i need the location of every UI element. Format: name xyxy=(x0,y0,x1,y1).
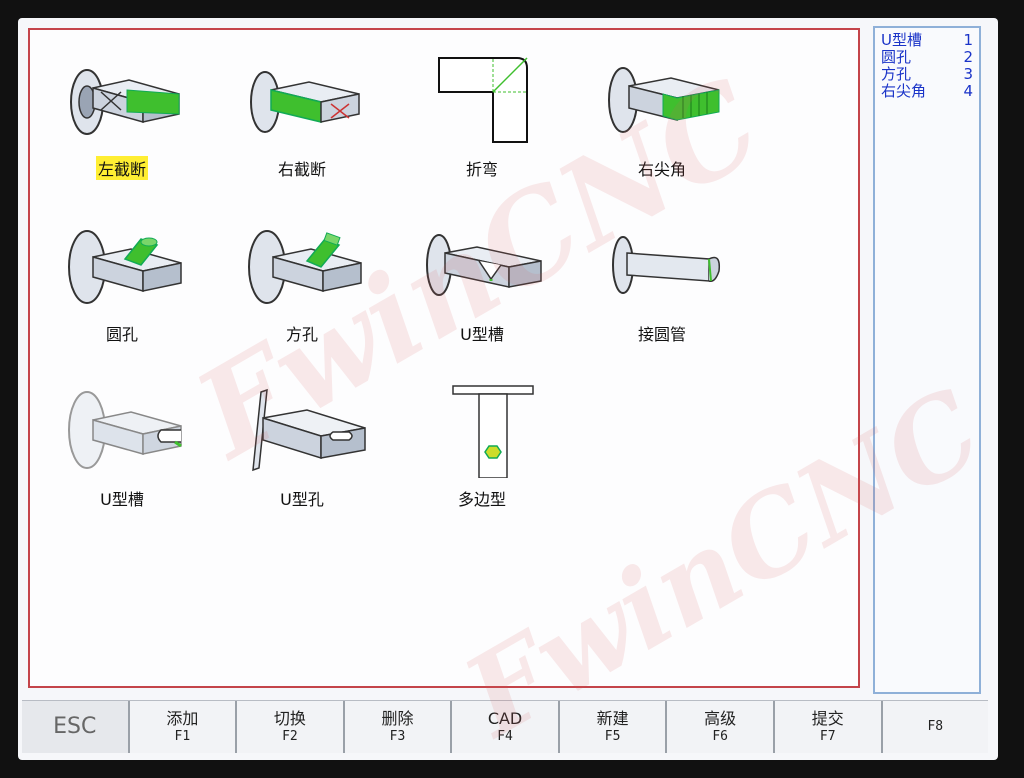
fkey-label: 添加 xyxy=(166,709,199,728)
tool-u-slot[interactable]: U型槽 xyxy=(402,215,562,345)
fkey-label: 删除 xyxy=(381,709,414,728)
fkey-label: 提交 xyxy=(811,709,844,728)
tool-left-cutoff[interactable]: 左截断 xyxy=(42,50,202,180)
tool-label: U型槽 xyxy=(100,490,144,509)
operation-index: 3 xyxy=(963,65,973,83)
function-key-bar: ESC 添加 F1 切换 F2 删除 F3 CAD F4 新建 F5 高级 F6… xyxy=(22,700,989,753)
tool-polygon[interactable]: 多边型 xyxy=(402,380,562,510)
tool-square-hole[interactable]: 方孔 xyxy=(222,215,382,345)
fkey-label: 切换 xyxy=(273,709,306,728)
tool-label: 折弯 xyxy=(465,160,498,179)
tool-label: 右尖角 xyxy=(637,160,686,179)
tool-label: U型槽 xyxy=(460,325,504,344)
fkey-key: F4 xyxy=(497,729,513,744)
tool-label: 多边型 xyxy=(457,490,506,509)
operation-index: 2 xyxy=(963,48,973,66)
fkey-key: F1 xyxy=(174,729,191,744)
tool-round-pipe-joint[interactable]: 接圆管 xyxy=(582,215,742,345)
operation-index: 1 xyxy=(963,31,973,49)
fkey-label: ESC xyxy=(53,714,97,739)
list-item[interactable]: 右尖角 4 xyxy=(881,83,973,100)
polygon-icon xyxy=(452,385,534,478)
fkey-key: F2 xyxy=(282,729,298,744)
tool-selection-panel: 左截断 右截断 折弯 xyxy=(28,28,860,688)
fkey-key: F6 xyxy=(712,729,728,744)
tool-round-hole[interactable]: 圆孔 xyxy=(42,215,202,345)
f8-button[interactable]: F8 xyxy=(882,701,989,753)
submit-button[interactable]: 提交 F7 xyxy=(774,701,883,753)
fkey-label: CAD xyxy=(487,709,523,728)
tool-label: 圆孔 xyxy=(105,325,138,344)
tool-right-cutoff[interactable]: 右截断 xyxy=(222,50,382,180)
fkey-key: F3 xyxy=(389,729,406,744)
esc-button[interactable]: ESC xyxy=(22,701,130,753)
cad-button[interactable]: CAD F4 xyxy=(452,701,560,753)
fkey-key: F7 xyxy=(819,729,836,744)
bend-icon xyxy=(438,57,528,143)
list-item[interactable]: U型槽 1 xyxy=(881,32,973,49)
tool-right-sharp-corner[interactable]: 右尖角 xyxy=(582,50,742,180)
right-cutoff-icon xyxy=(250,71,360,133)
round-hole-icon xyxy=(68,230,182,304)
fkey-key: F8 xyxy=(927,719,944,734)
tool-u-slot-end[interactable]: U型槽 xyxy=(42,380,202,510)
operation-index: 4 xyxy=(963,82,973,100)
delete-button[interactable]: 删除 F3 xyxy=(344,701,453,753)
fkey-key: F5 xyxy=(604,729,621,744)
u-hole-icon xyxy=(252,388,366,472)
round-pipe-joint-icon xyxy=(612,236,721,294)
operation-name: 圆孔 xyxy=(881,48,912,66)
tool-label: 右截断 xyxy=(277,160,326,179)
cnc-screen: 左截断 右截断 折弯 xyxy=(18,18,1002,761)
operation-name: U型槽 xyxy=(881,31,922,49)
fkey-label: 高级 xyxy=(704,709,737,728)
left-cutoff-icon xyxy=(70,69,180,135)
right-sharp-corner-icon xyxy=(608,67,720,133)
fkey-label: 新建 xyxy=(596,709,629,728)
square-hole-icon xyxy=(248,230,362,304)
tool-label: U型孔 xyxy=(280,490,324,509)
tool-label: 左截断 xyxy=(95,156,148,180)
add-button[interactable]: 添加 F1 xyxy=(129,701,238,753)
list-item[interactable]: 圆孔 2 xyxy=(881,49,973,66)
tool-label: 接圆管 xyxy=(637,325,686,344)
u-slot-end-icon xyxy=(68,391,182,469)
tool-u-hole[interactable]: U型孔 xyxy=(222,380,382,510)
selected-operations-list: U型槽 1 圆孔 2 方孔 3 右尖角 4 xyxy=(873,26,981,694)
list-item[interactable]: 方孔 3 xyxy=(881,66,973,83)
switch-button[interactable]: 切换 F2 xyxy=(237,701,345,753)
tool-bend[interactable]: 折弯 xyxy=(402,50,562,180)
operation-name: 右尖角 xyxy=(881,82,927,100)
tool-label: 方孔 xyxy=(285,325,318,344)
operations-list: U型槽 1 圆孔 2 方孔 3 右尖角 4 xyxy=(875,28,979,104)
new-button[interactable]: 新建 F5 xyxy=(559,701,668,753)
u-slot-icon xyxy=(426,234,542,296)
operation-name: 方孔 xyxy=(881,65,912,83)
advanced-button[interactable]: 高级 F6 xyxy=(667,701,775,753)
